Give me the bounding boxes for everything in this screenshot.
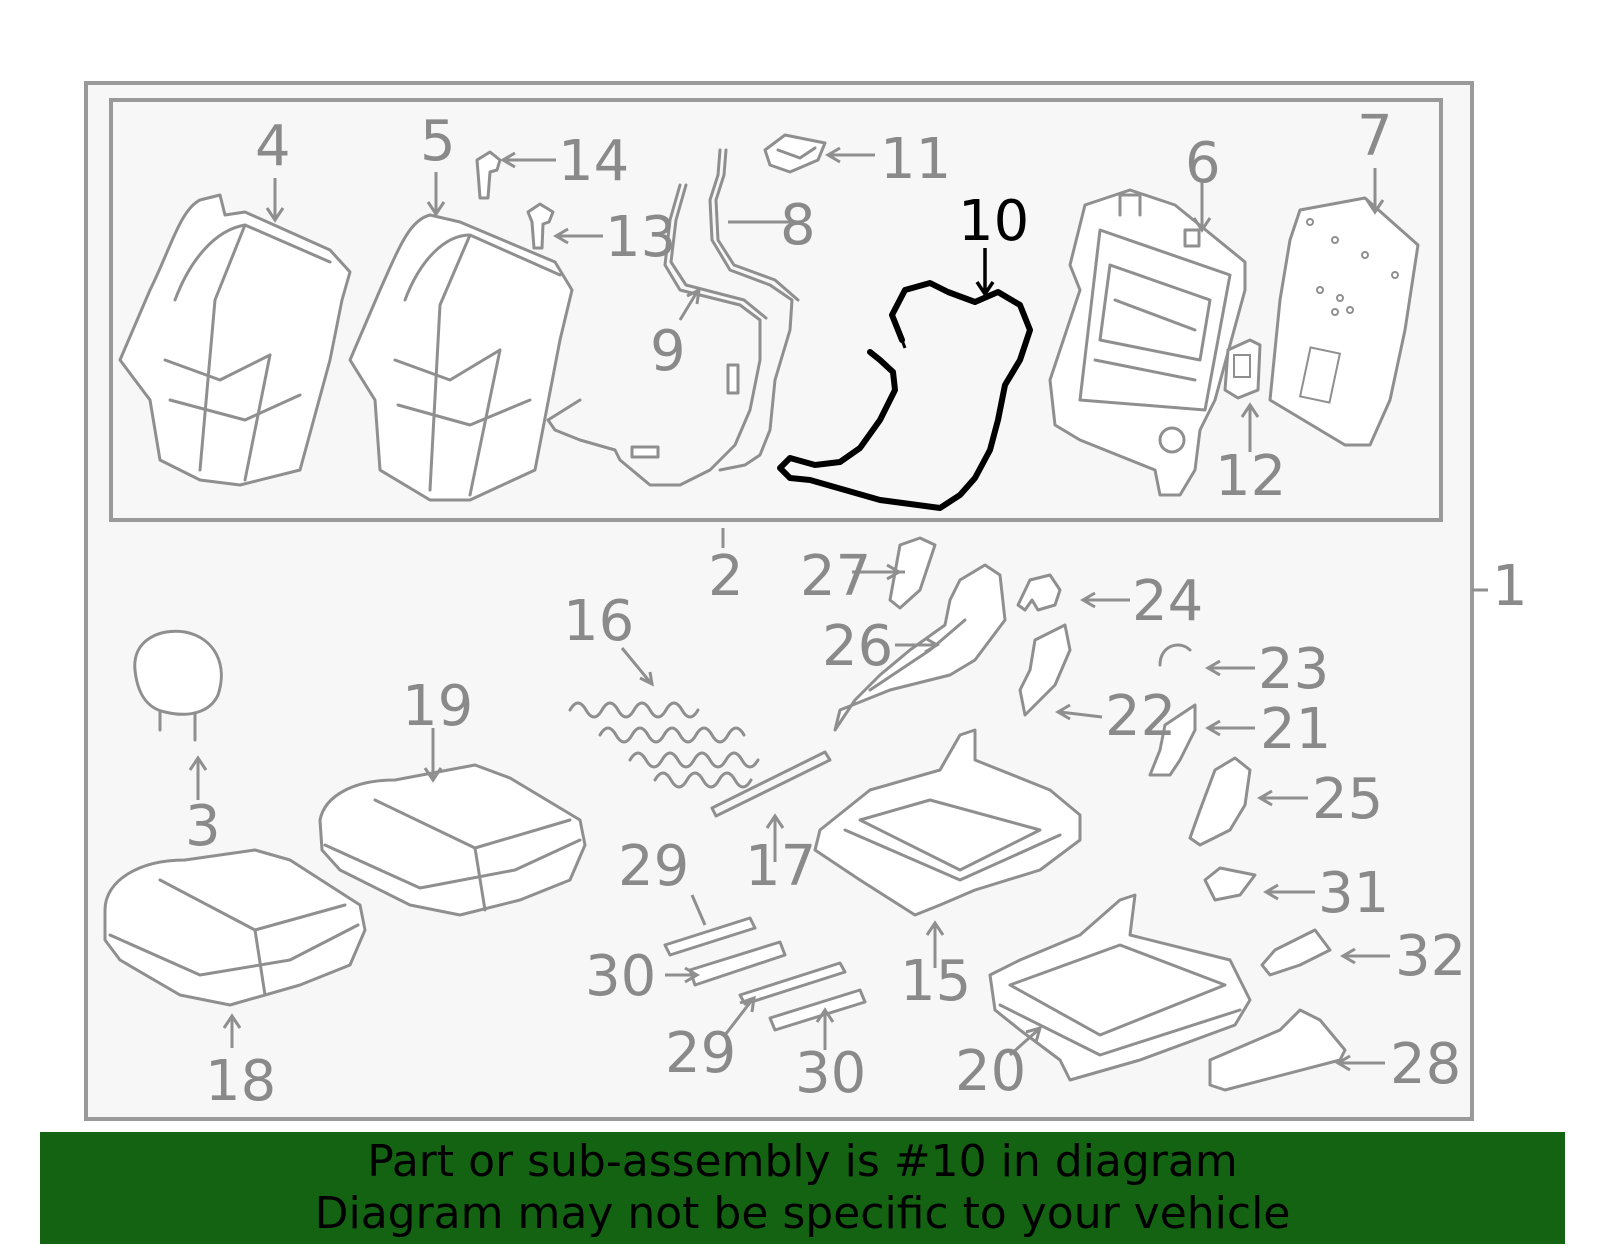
label-part-29-lower: 29 xyxy=(665,1021,736,1086)
part-21-bracket[interactable] xyxy=(1148,703,1197,777)
label-part-6: 6 xyxy=(1185,131,1221,196)
part-11-clip[interactable] xyxy=(763,133,827,174)
info-banner: Part or sub-assembly is #10 in diagram D… xyxy=(40,1132,1565,1244)
label-part-26: 26 xyxy=(822,614,893,679)
leader-lines xyxy=(188,146,1488,1072)
part-20-seat-track[interactable] xyxy=(988,893,1252,1082)
part-25-cover[interactable] xyxy=(1188,756,1252,847)
label-part-20: 20 xyxy=(955,1039,1026,1104)
label-part-4: 4 xyxy=(255,114,291,179)
part-18-seat-cushion-cover[interactable] xyxy=(103,848,367,1007)
part-13-headrest-guide[interactable] xyxy=(526,202,555,250)
label-part-24: 24 xyxy=(1132,569,1203,634)
label-part-25: 25 xyxy=(1312,767,1383,832)
part-16-seat-springs[interactable] xyxy=(568,701,760,789)
part-29-upper-strip[interactable] xyxy=(663,916,757,957)
label-part-23: 23 xyxy=(1258,637,1329,702)
part-5-seatback-cover[interactable] xyxy=(348,213,574,502)
label-part-29-upper: 29 xyxy=(618,834,689,899)
label-part-30-upper: 30 xyxy=(585,944,656,1009)
label-part-17: 17 xyxy=(745,834,816,899)
part-30-lower-strip[interactable] xyxy=(768,988,867,1032)
seat-parts-diagram: 4 5 14 13 8 9 11 10 6 7 12 2 1 27 24 16 … xyxy=(84,81,1528,1121)
label-part-18: 18 xyxy=(205,1049,276,1114)
part-32-bracket[interactable] xyxy=(1260,928,1332,977)
part-4-seatback-cover[interactable] xyxy=(118,193,352,487)
label-part-30-lower: 30 xyxy=(795,1041,866,1106)
label-part-12: 12 xyxy=(1215,444,1286,509)
part-19-seat-cushion-cover[interactable] xyxy=(318,763,587,917)
part-14-headrest-guide[interactable] xyxy=(475,150,502,200)
label-part-15: 15 xyxy=(900,949,971,1014)
banner-line-2: Diagram may not be specific to your vehi… xyxy=(314,1188,1291,1239)
label-part-21: 21 xyxy=(1260,697,1331,762)
label-part-8: 8 xyxy=(780,193,816,258)
part-31-clip[interactable] xyxy=(1203,866,1257,902)
label-part-11: 11 xyxy=(880,127,951,192)
part-17-rod[interactable] xyxy=(710,750,832,818)
part-24-trim[interactable] xyxy=(1016,573,1062,612)
label-part-31: 31 xyxy=(1318,861,1389,926)
label-part-28: 28 xyxy=(1390,1032,1461,1097)
part-23-clip[interactable] xyxy=(1158,643,1192,667)
part-15-seat-frame[interactable] xyxy=(813,728,1082,917)
label-part-7: 7 xyxy=(1357,104,1393,169)
label-part-14: 14 xyxy=(558,129,629,194)
part-28-trim[interactable] xyxy=(1208,1008,1347,1092)
part-3-headrest[interactable] xyxy=(133,629,223,742)
part-10-wire-harness-highlighted[interactable] xyxy=(777,280,1033,511)
part-8-cable[interactable] xyxy=(708,148,794,472)
part-27-trim[interactable] xyxy=(888,536,937,610)
label-part-22: 22 xyxy=(1105,684,1176,749)
part-26-side-shield[interactable] xyxy=(833,563,1007,732)
label-part-9: 9 xyxy=(650,319,686,384)
part-22-bracket[interactable] xyxy=(1018,623,1072,717)
label-part-16: 16 xyxy=(563,589,634,654)
part-9-cable[interactable] xyxy=(546,183,762,487)
label-part-10-highlighted: 10 xyxy=(958,189,1029,254)
label-part-27: 27 xyxy=(800,544,871,609)
label-part-1: 1 xyxy=(1492,554,1528,619)
label-part-13: 13 xyxy=(605,205,676,270)
part-30-upper-strip[interactable] xyxy=(688,940,787,987)
label-part-3: 3 xyxy=(185,794,221,859)
part-7-back-panel[interactable] xyxy=(1268,196,1420,447)
part-6-seatback-frame[interactable] xyxy=(1048,188,1247,497)
label-part-19: 19 xyxy=(402,674,473,739)
part-12-bracket[interactable] xyxy=(1223,338,1262,400)
label-part-32: 32 xyxy=(1395,924,1466,989)
banner-line-1: Part or sub-assembly is #10 in diagram xyxy=(367,1136,1238,1187)
label-part-5: 5 xyxy=(420,109,456,174)
label-part-2: 2 xyxy=(708,544,744,609)
